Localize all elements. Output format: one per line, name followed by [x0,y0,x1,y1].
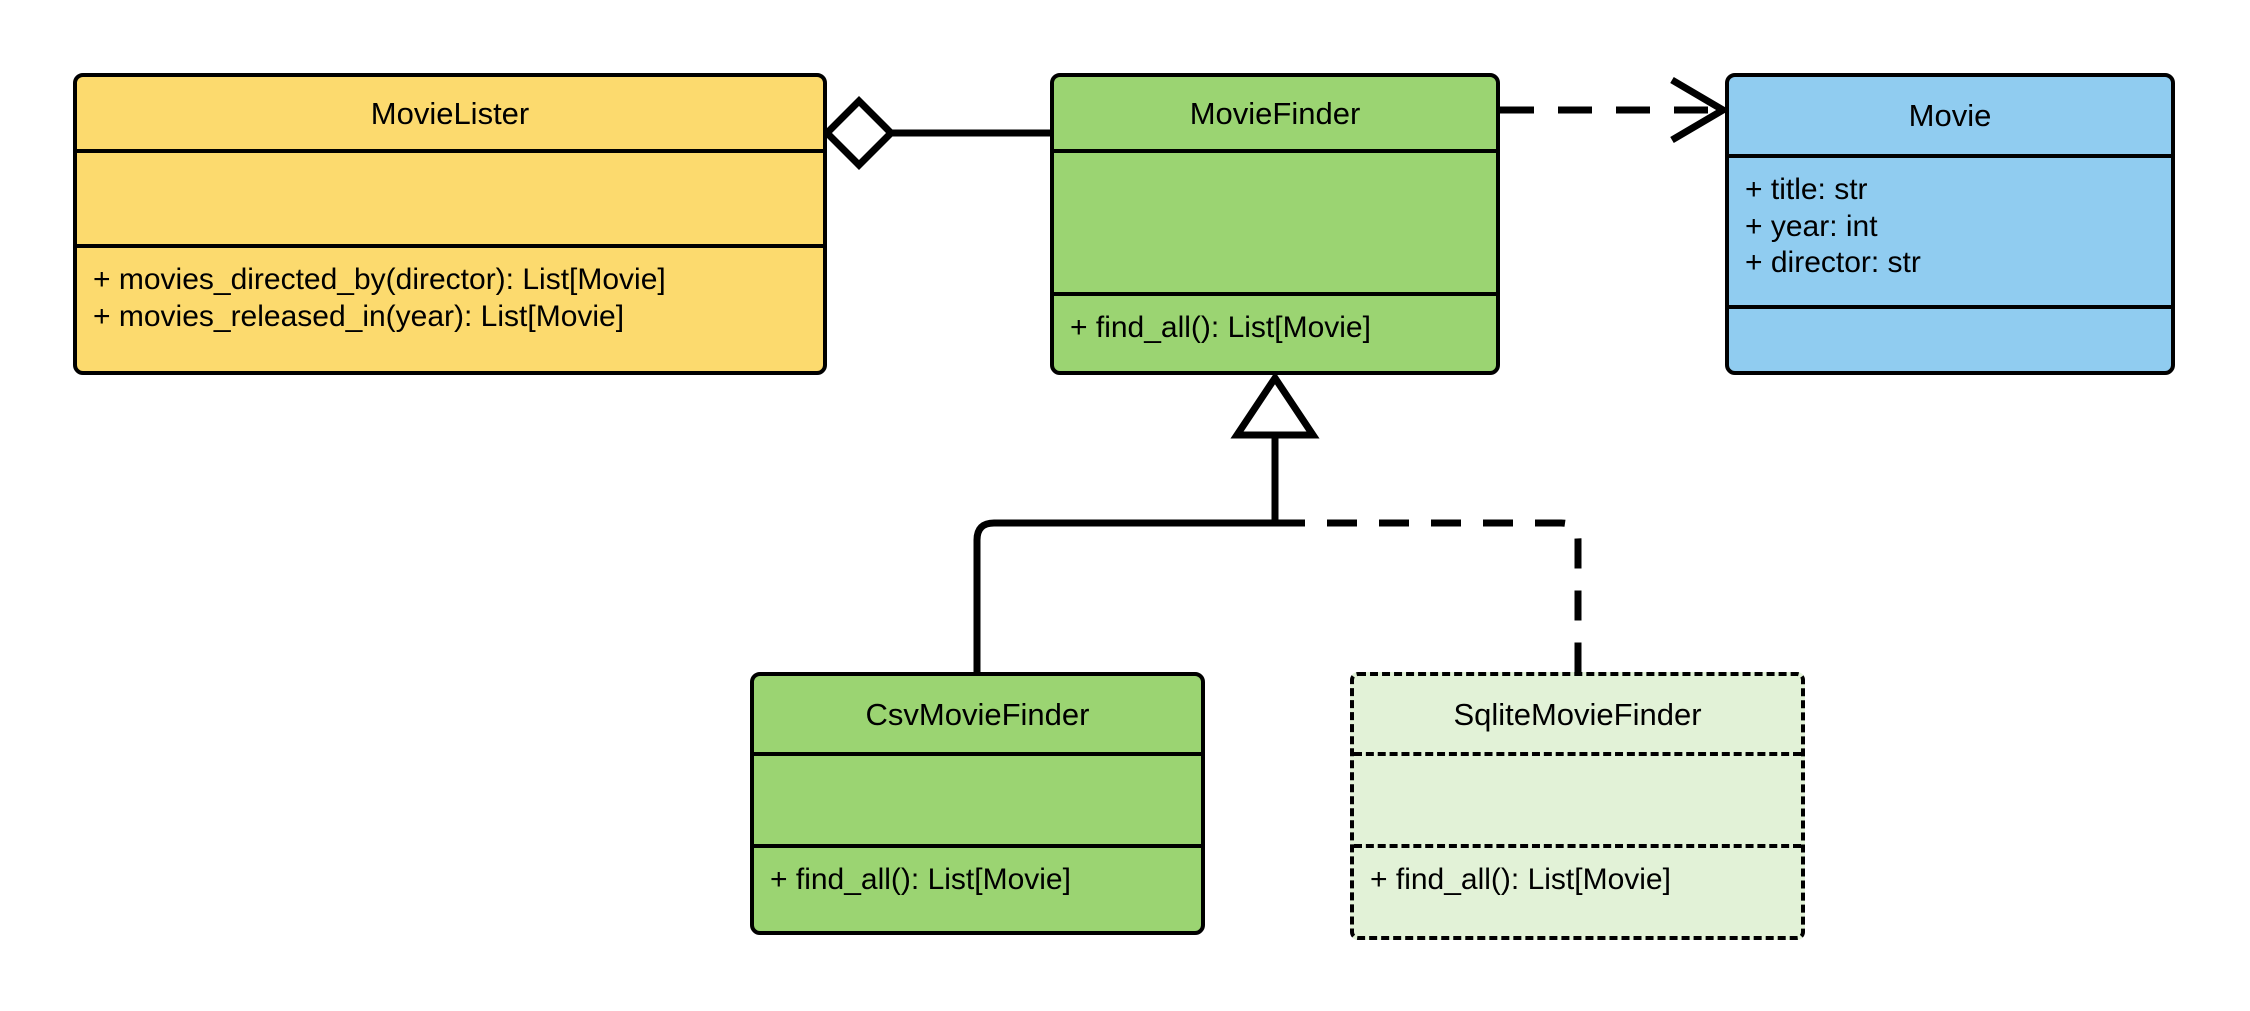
class-name-movie-lister: MovieLister [370,95,530,131]
class-method: + find_all(): List[Movie] [1370,863,1671,896]
class-method: + find_all(): List[Movie] [1070,311,1371,344]
class-attribute: + year: int [1745,209,1878,243]
class-title-compartment: CsvMovieFinder [754,676,1201,752]
open-arrowhead-icon [1670,76,1730,144]
class-name-csv-movie-finder: CsvMovieFinder [865,696,1090,732]
class-attributes-compartment [77,149,823,244]
class-title-compartment: SqliteMovieFinder [1354,676,1801,752]
hollow-diamond-icon [822,96,896,170]
inheritance-branch-csv [973,519,1275,672]
class-box-csv-movie-finder[interactable]: CsvMovieFinder + find_all(): List[Movie] [750,672,1205,935]
class-methods-compartment: + find_all(): List[Movie] [1054,292,1496,371]
inheritance-connector-group [973,371,1582,672]
aggregation-connector-lister-finder [822,96,1050,170]
class-attributes-compartment [1054,149,1496,292]
class-title-compartment: MovieFinder [1054,77,1496,149]
class-title-compartment: Movie [1729,77,2171,154]
class-box-movie[interactable]: Movie + title: str + year: int + directo… [1725,73,2175,375]
class-name-sqlite-movie-finder: SqliteMovieFinder [1453,696,1702,732]
class-methods-compartment: + find_all(): List[Movie] [1354,844,1801,936]
class-attributes-compartment: + title: str + year: int + director: str [1729,154,2171,305]
hollow-triangle-icon [1230,371,1320,439]
dependency-connector-finder-movie [1500,76,1730,144]
class-box-movie-lister[interactable]: MovieLister + movies_directed_by(directo… [73,73,827,375]
class-attributes-compartment [754,752,1201,844]
inheritance-branch-sqlite [1275,519,1582,672]
class-attributes-compartment [1354,752,1801,844]
class-title-compartment: MovieLister [77,77,823,149]
class-method: + movies_directed_by(director): List[Mov… [93,263,666,296]
class-name-movie: Movie [1908,98,1992,133]
class-box-movie-finder[interactable]: MovieFinder + find_all(): List[Movie] [1050,73,1500,375]
class-box-sqlite-movie-finder[interactable]: SqliteMovieFinder + find_all(): List[Mov… [1350,672,1805,940]
class-method: + movies_released_in(year): List[Movie] [93,299,625,333]
class-methods-compartment: + find_all(): List[Movie] [754,844,1201,931]
class-method: + find_all(): List[Movie] [770,863,1071,896]
class-name-movie-finder: MovieFinder [1189,95,1361,131]
class-attribute: + director: str [1745,246,1921,280]
class-attribute: + title: str [1745,173,1868,206]
class-methods-compartment [1729,305,2171,371]
class-methods-compartment: + movies_directed_by(director): List[Mov… [77,244,823,371]
